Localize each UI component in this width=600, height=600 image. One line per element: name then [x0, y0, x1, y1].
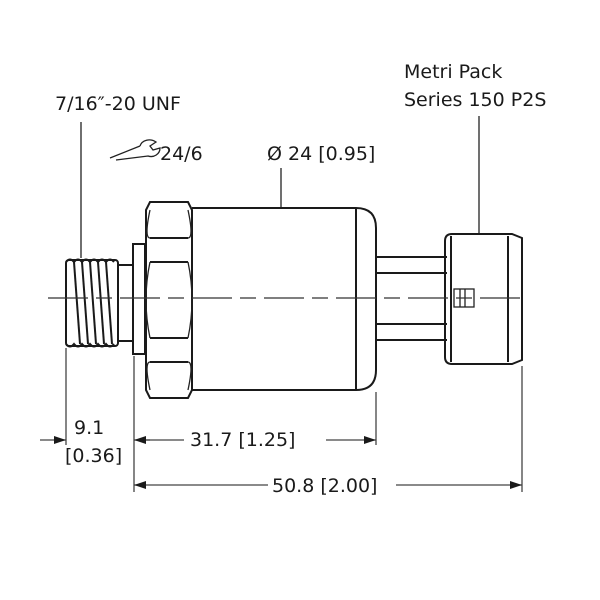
dim-body-length [146, 436, 376, 444]
dim-thread-length-in: [0.36] [65, 445, 122, 467]
wrench-icon [109, 139, 161, 161]
thread-label: 7/16″-20 UNF [55, 93, 181, 115]
wrench-size-label: 24/6 [160, 143, 203, 165]
dim-overall-length-label: 50.8 [2.00] [272, 475, 377, 497]
washer [132, 243, 146, 355]
dim-thread-length-mm: 9.1 [74, 417, 104, 439]
dim-body-length-label: 31.7 [1.25] [190, 429, 295, 451]
sensor-body [192, 207, 377, 391]
thread [65, 258, 119, 348]
connector-latch [453, 288, 475, 308]
thread-neck [117, 264, 134, 342]
connector-stems [376, 256, 447, 341]
connector [444, 233, 523, 365]
connector-label-line2: Series 150 P2S [404, 89, 546, 111]
dim-overall-length [134, 481, 522, 489]
hex-nut [145, 201, 193, 399]
connector-label-line1: Metri Pack [404, 61, 502, 83]
body-diameter-label: Ø 24 [0.95] [267, 143, 375, 165]
